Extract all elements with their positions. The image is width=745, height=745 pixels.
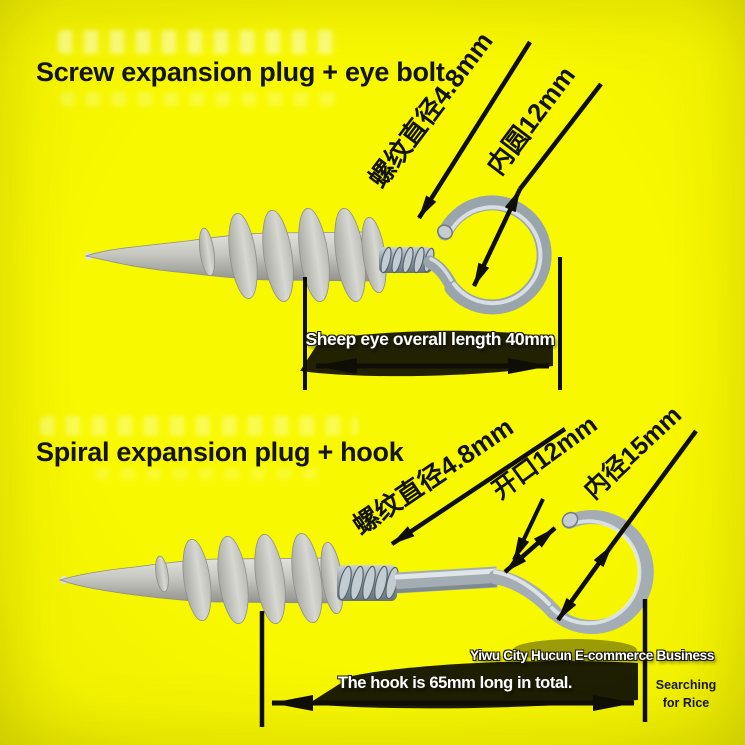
hook-product-photo: [58, 510, 654, 661]
top-dimension-lines: [303, 40, 603, 390]
eye-inner-arrow: [471, 188, 523, 287]
screw-thread: [337, 565, 399, 601]
search-tag-line1: Searching: [655, 678, 717, 692]
bottom-overall-length-label: The hook is 65mm long in total.: [337, 674, 573, 692]
opening-arrow: [503, 526, 557, 574]
thread-diameter-arrow: [417, 40, 532, 220]
expansion-plug-fins: [155, 532, 344, 625]
inner-diameter-arrow: [556, 543, 614, 622]
search-tag-line2: for Rice: [662, 696, 710, 710]
top-section-title: Screw expansion plug + eye bolt: [36, 57, 445, 87]
inner-diameter-leader: [610, 429, 698, 547]
hook-wire: [394, 510, 654, 635]
hook-ground-shadow: [513, 639, 637, 661]
seller-watermark: Yiwu City Hucun E-commerce Business: [470, 648, 715, 663]
eye-inner-leader: [518, 82, 603, 191]
bottom-dimension-lines: [259, 427, 698, 727]
top-overall-length-label: Sheep eye overall length 40mm: [305, 329, 555, 349]
eye-bolt-product-photo: [84, 195, 552, 315]
thread-diameter-arrow: [390, 427, 567, 546]
bottom-section-title: Spiral expansion plug + hook: [36, 437, 404, 467]
expansion-plug-fins: [198, 208, 387, 302]
